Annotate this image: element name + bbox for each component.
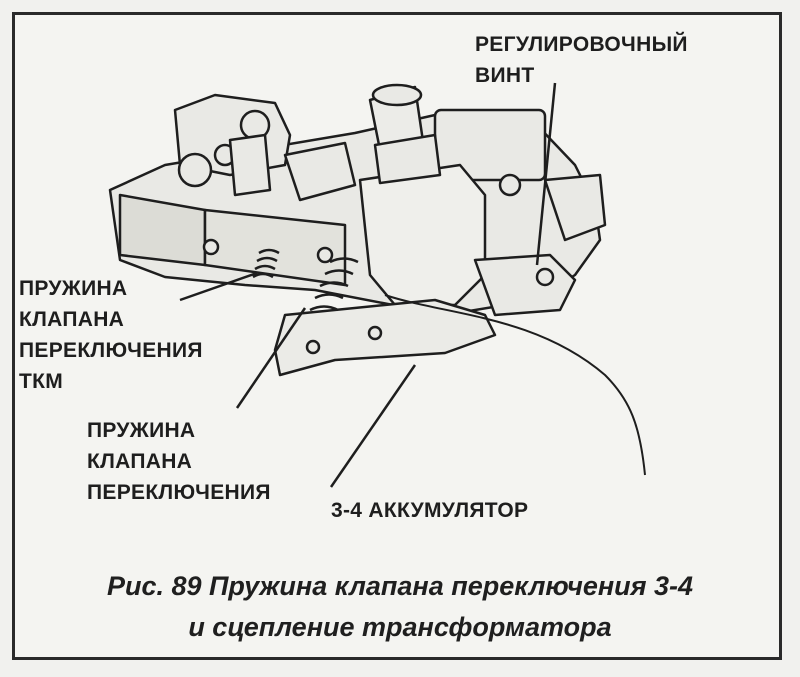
accumulator-label: 3-4 АККУМУЛЯТОР <box>331 499 529 522</box>
wire <box>384 294 646 476</box>
adjust-screw-label: РЕГУЛИРОВОЧНЫЙ ВИНТ <box>475 33 688 87</box>
mounting-bracket <box>273 298 497 377</box>
figure-caption-line2: и сцепление трансформатора <box>188 612 612 642</box>
leader-lines <box>179 82 557 488</box>
springs <box>252 248 359 312</box>
tcc-spring-label: ПРУЖИНА КЛАПАНА ПЕРЕКЛЮЧЕНИЯ ТКМ <box>19 277 203 393</box>
valve-body-drawing <box>108 82 646 488</box>
figure-caption-line1: Рис. 89 Пружина клапана переключения 3-4 <box>106 571 694 601</box>
figure-frame: РЕГУЛИРОВОЧНЫЙ ВИНТ ПРУЖИНА КЛАПАНА ПЕРЕ… <box>12 12 782 660</box>
shift-spring-label: ПРУЖИНА КЛАПАНА ПЕРЕКЛЮЧЕНИЯ <box>87 419 271 504</box>
accumulator-housing <box>358 163 487 307</box>
